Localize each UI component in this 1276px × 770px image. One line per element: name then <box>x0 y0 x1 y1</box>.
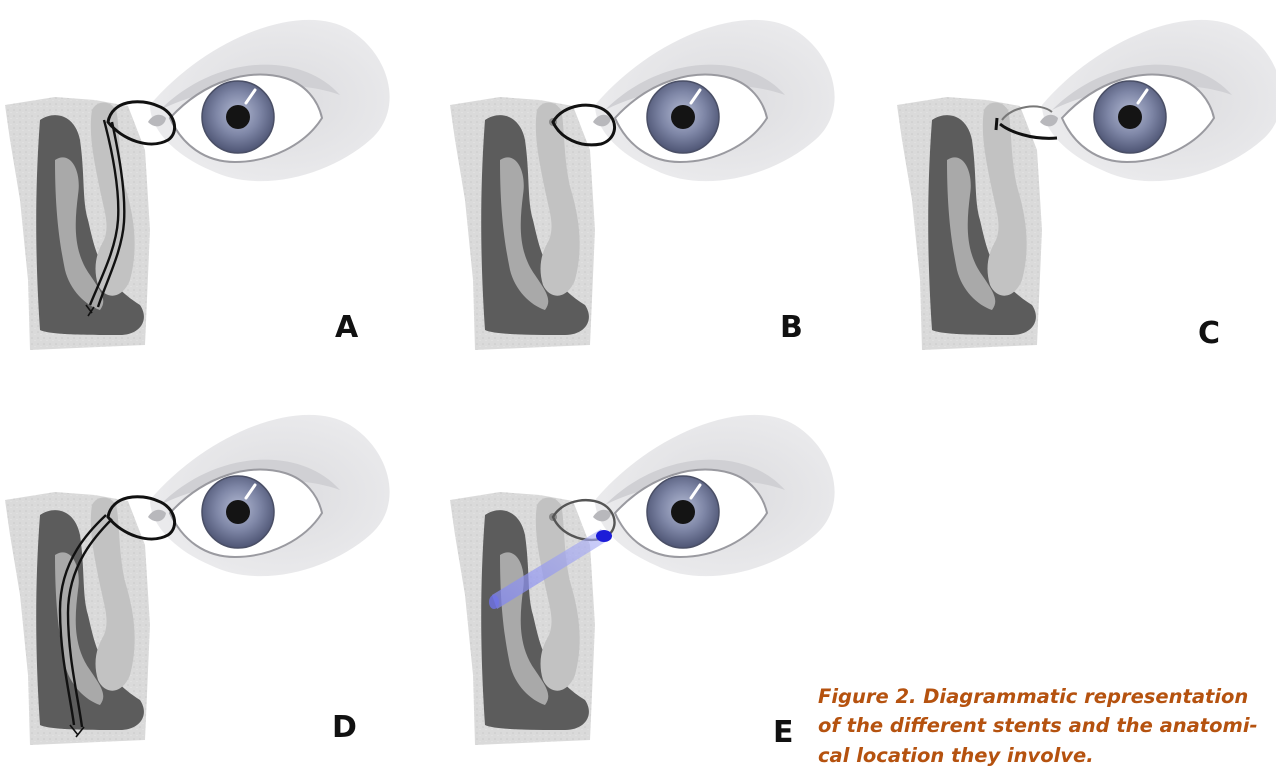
panel-c: C <box>892 0 1276 360</box>
caption-line-2: of the different stents and the anatomi- <box>818 711 1273 740</box>
pupil <box>226 500 250 524</box>
panel-d: D <box>0 395 420 755</box>
pupil <box>671 500 695 524</box>
pupil <box>226 105 250 129</box>
tube-opening-inner <box>489 595 499 609</box>
anatomy-diagram-c <box>892 0 1276 360</box>
panel-label-e: E <box>773 718 794 748</box>
caption-line-1: Figure 2. Diagrammatic representation <box>818 682 1273 711</box>
tube-opening-outer <box>596 530 612 542</box>
panel-b: B <box>445 0 865 360</box>
caption-line-3: cal location they involve. <box>818 741 1273 770</box>
panel-label-d: D <box>332 713 357 743</box>
pupil <box>671 105 695 129</box>
anatomy-diagram-a <box>0 0 420 360</box>
figure-caption: Figure 2. Diagrammatic representation of… <box>818 682 1273 770</box>
pupil <box>1118 105 1142 129</box>
panel-label-b: B <box>780 313 803 343</box>
panel-label-a: A <box>335 313 358 343</box>
panel-label-c: C <box>1198 319 1220 349</box>
anatomy-diagram-e <box>445 395 865 755</box>
panel-e: E <box>445 395 865 755</box>
anatomy-diagram-d <box>0 395 420 755</box>
stent-plug <box>996 118 997 130</box>
anatomy-diagram-b <box>445 0 865 360</box>
panel-a: A <box>0 0 420 360</box>
